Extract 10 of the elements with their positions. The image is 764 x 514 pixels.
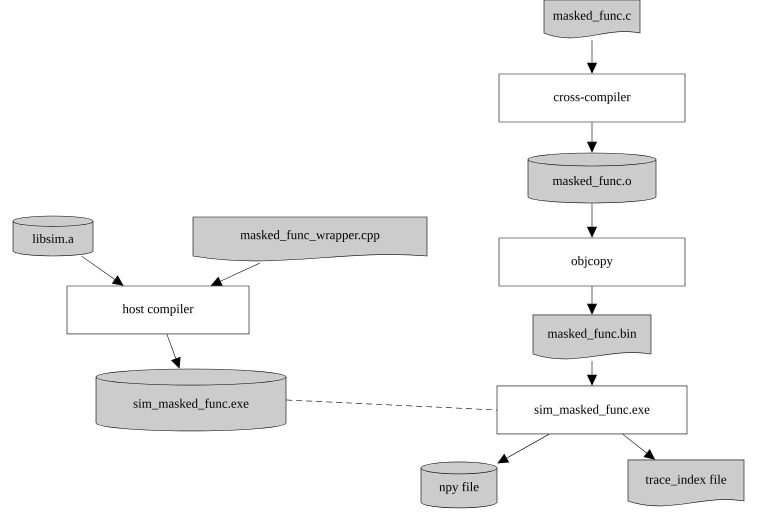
arrow [210, 262, 260, 286]
process-box: host compiler [66, 286, 250, 334]
process-box: objcopy [498, 238, 686, 286]
storage-cylinder: libsim.a [12, 216, 94, 256]
process-box: sim_masked_func.exe [496, 386, 688, 434]
storage-cylinder: npy file [420, 462, 498, 508]
process-box: cross-compiler [498, 74, 686, 122]
connector-line [286, 400, 498, 410]
storage-cylinder: sim_masked_func.exe [96, 368, 286, 432]
storage-cylinder: masked_func.o [528, 152, 656, 204]
